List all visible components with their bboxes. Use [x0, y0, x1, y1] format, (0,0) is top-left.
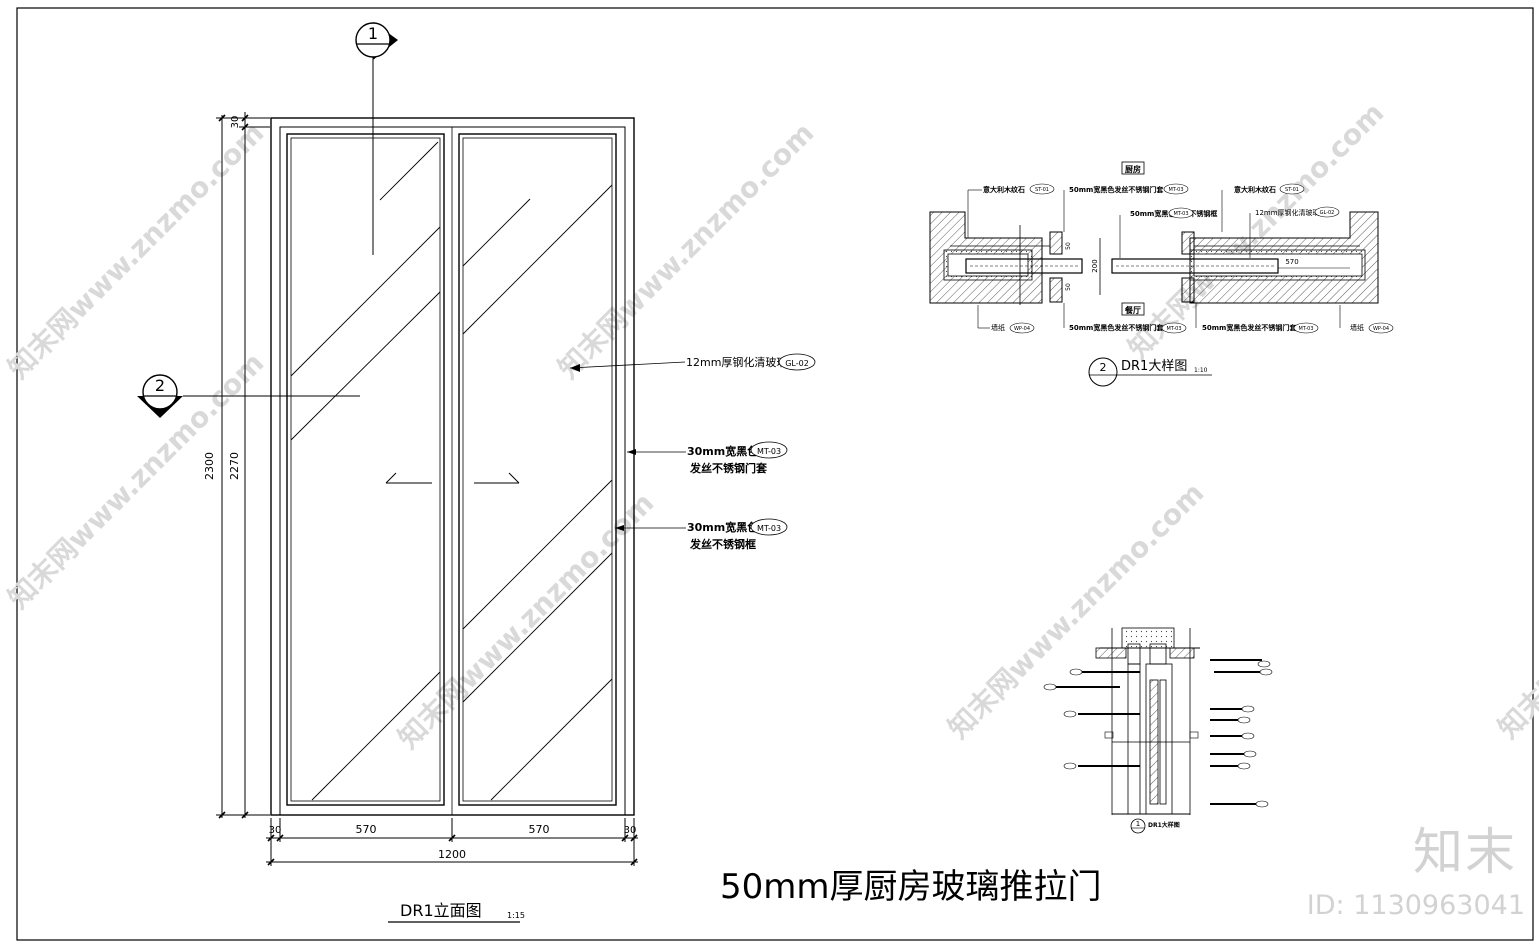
d2-label-6: 50mm宽黑色发丝不锈钢门套	[1069, 323, 1164, 332]
dim-total-width: 1200	[438, 848, 466, 861]
d2-tag-1: MT-03	[1168, 187, 1183, 193]
watermark-text: 知末网www.znzmo.com	[552, 116, 821, 385]
dim-panel-right: 570	[529, 823, 550, 836]
sheet-border	[16, 7, 1534, 941]
d2-tag-6: MT-03	[1166, 326, 1181, 332]
brand-logo: 知末	[1413, 823, 1517, 881]
callout-glass-tag: GL-02	[785, 359, 809, 368]
d2-tag-4: GL-02	[1320, 210, 1335, 216]
callout-trim-tag: MT-03	[757, 447, 781, 456]
drawing-title: 50mm厚厨房玻璃推拉门	[720, 867, 1102, 907]
section-mark-1: 1	[355, 22, 398, 255]
section-mark-2: 2	[137, 374, 360, 418]
dim-left: 30	[269, 825, 282, 836]
watermark-text: 知末网www.znzmo.com	[1492, 476, 1539, 745]
vertical-dimensions	[216, 112, 270, 819]
dim-200: 200	[1091, 259, 1099, 272]
detail-1-mark: 1	[1136, 820, 1140, 828]
detail-1-title: DR1大样图	[1148, 821, 1180, 829]
d2-label-8: 墙纸	[1350, 323, 1364, 332]
d2-tag-2: MT-03	[1173, 211, 1188, 217]
dim-50a: 50	[1065, 242, 1072, 250]
dim-panel-left: 570	[356, 823, 377, 836]
d2-tag-0: ST-01	[1035, 187, 1049, 193]
d2-tag-8: WP-04	[1373, 326, 1389, 332]
callout-door-trim: 30mm宽黑色 发丝不锈钢门套 MT-03	[627, 441, 788, 475]
dim-inner-height: 2270	[228, 452, 241, 480]
watermark-text: 知末网www.znzmo.com	[2, 116, 271, 385]
callout-trim-line1: 30mm宽黑色	[687, 444, 758, 458]
dim-top: 30	[230, 116, 241, 129]
callout-frame-line2: 发丝不锈钢框	[689, 537, 756, 551]
detail-2-labels: 意大利木纹石 ST-01 50mm宽黑色发丝不锈钢门套 MT-03 50mm宽黑…	[967, 183, 1394, 334]
detail-2-caption: 2 DR1大样图 1:10	[1088, 357, 1212, 387]
detail-1-leaders	[1043, 659, 1273, 808]
d2-tag-3: ST-01	[1285, 187, 1299, 193]
callout-glass: 12mm厚钢化清玻璃 GL-02	[569, 353, 816, 372]
dim-total-height: 2300	[203, 452, 216, 480]
callout-trim-line2: 发丝不锈钢门套	[689, 461, 768, 475]
d2-label-4: 12mm厚钢化清玻璃	[1255, 208, 1320, 217]
d2-label-1: 50mm宽黑色发丝不锈钢门套	[1069, 185, 1164, 194]
callout-glass-text: 12mm厚钢化清玻璃	[686, 355, 787, 369]
d2-label-3: 意大利木纹石	[1234, 185, 1276, 194]
callout-frame-tag: MT-03	[757, 524, 781, 533]
horizontal-dimensions	[266, 818, 638, 866]
dim-50b: 50	[1065, 283, 1072, 291]
room-top: 厨房	[1125, 164, 1141, 174]
d2-label-7: 50mm宽黑色发丝不锈钢门套	[1202, 323, 1297, 332]
callout-frame: 30mm宽黑色 发丝不锈钢框 MT-03	[615, 518, 788, 551]
section-mark-2-label: 2	[155, 376, 165, 395]
d2-tag-5: WP-04	[1014, 326, 1030, 332]
section-mark-1-label: 1	[368, 24, 378, 43]
d2-tag-7: MT-03	[1298, 326, 1313, 332]
detail-1-section	[1095, 627, 1200, 815]
d2-label-0: 意大利木纹石	[983, 185, 1025, 194]
dim-right: 30	[624, 825, 637, 836]
door-elevation	[270, 117, 635, 816]
watermark-text: 知末网www.znzmo.com	[942, 476, 1211, 745]
detail-1-caption: 1 DR1大样图	[1130, 818, 1180, 834]
detail-2-scale: 1:10	[1194, 367, 1208, 374]
elevation-caption: DR1立面图	[400, 901, 482, 920]
dim-570: 570	[1285, 258, 1298, 266]
detail-2-plan: 厨房 餐厅 200 50 50 570	[929, 161, 1379, 316]
watermark-group: 知末网www.znzmo.com 知末网www.znzmo.com 知末网www…	[2, 96, 1539, 755]
image-id: ID: 1130963041	[1306, 890, 1525, 921]
detail-2-mark: 2	[1100, 361, 1107, 374]
room-bottom: 餐厅	[1124, 305, 1141, 315]
d2-label-5: 墙纸	[991, 323, 1005, 332]
elevation-scale: 1:15	[507, 911, 525, 920]
callout-frame-line1: 30mm宽黑色	[687, 520, 758, 534]
detail-2-title: DR1大样图	[1121, 359, 1187, 374]
